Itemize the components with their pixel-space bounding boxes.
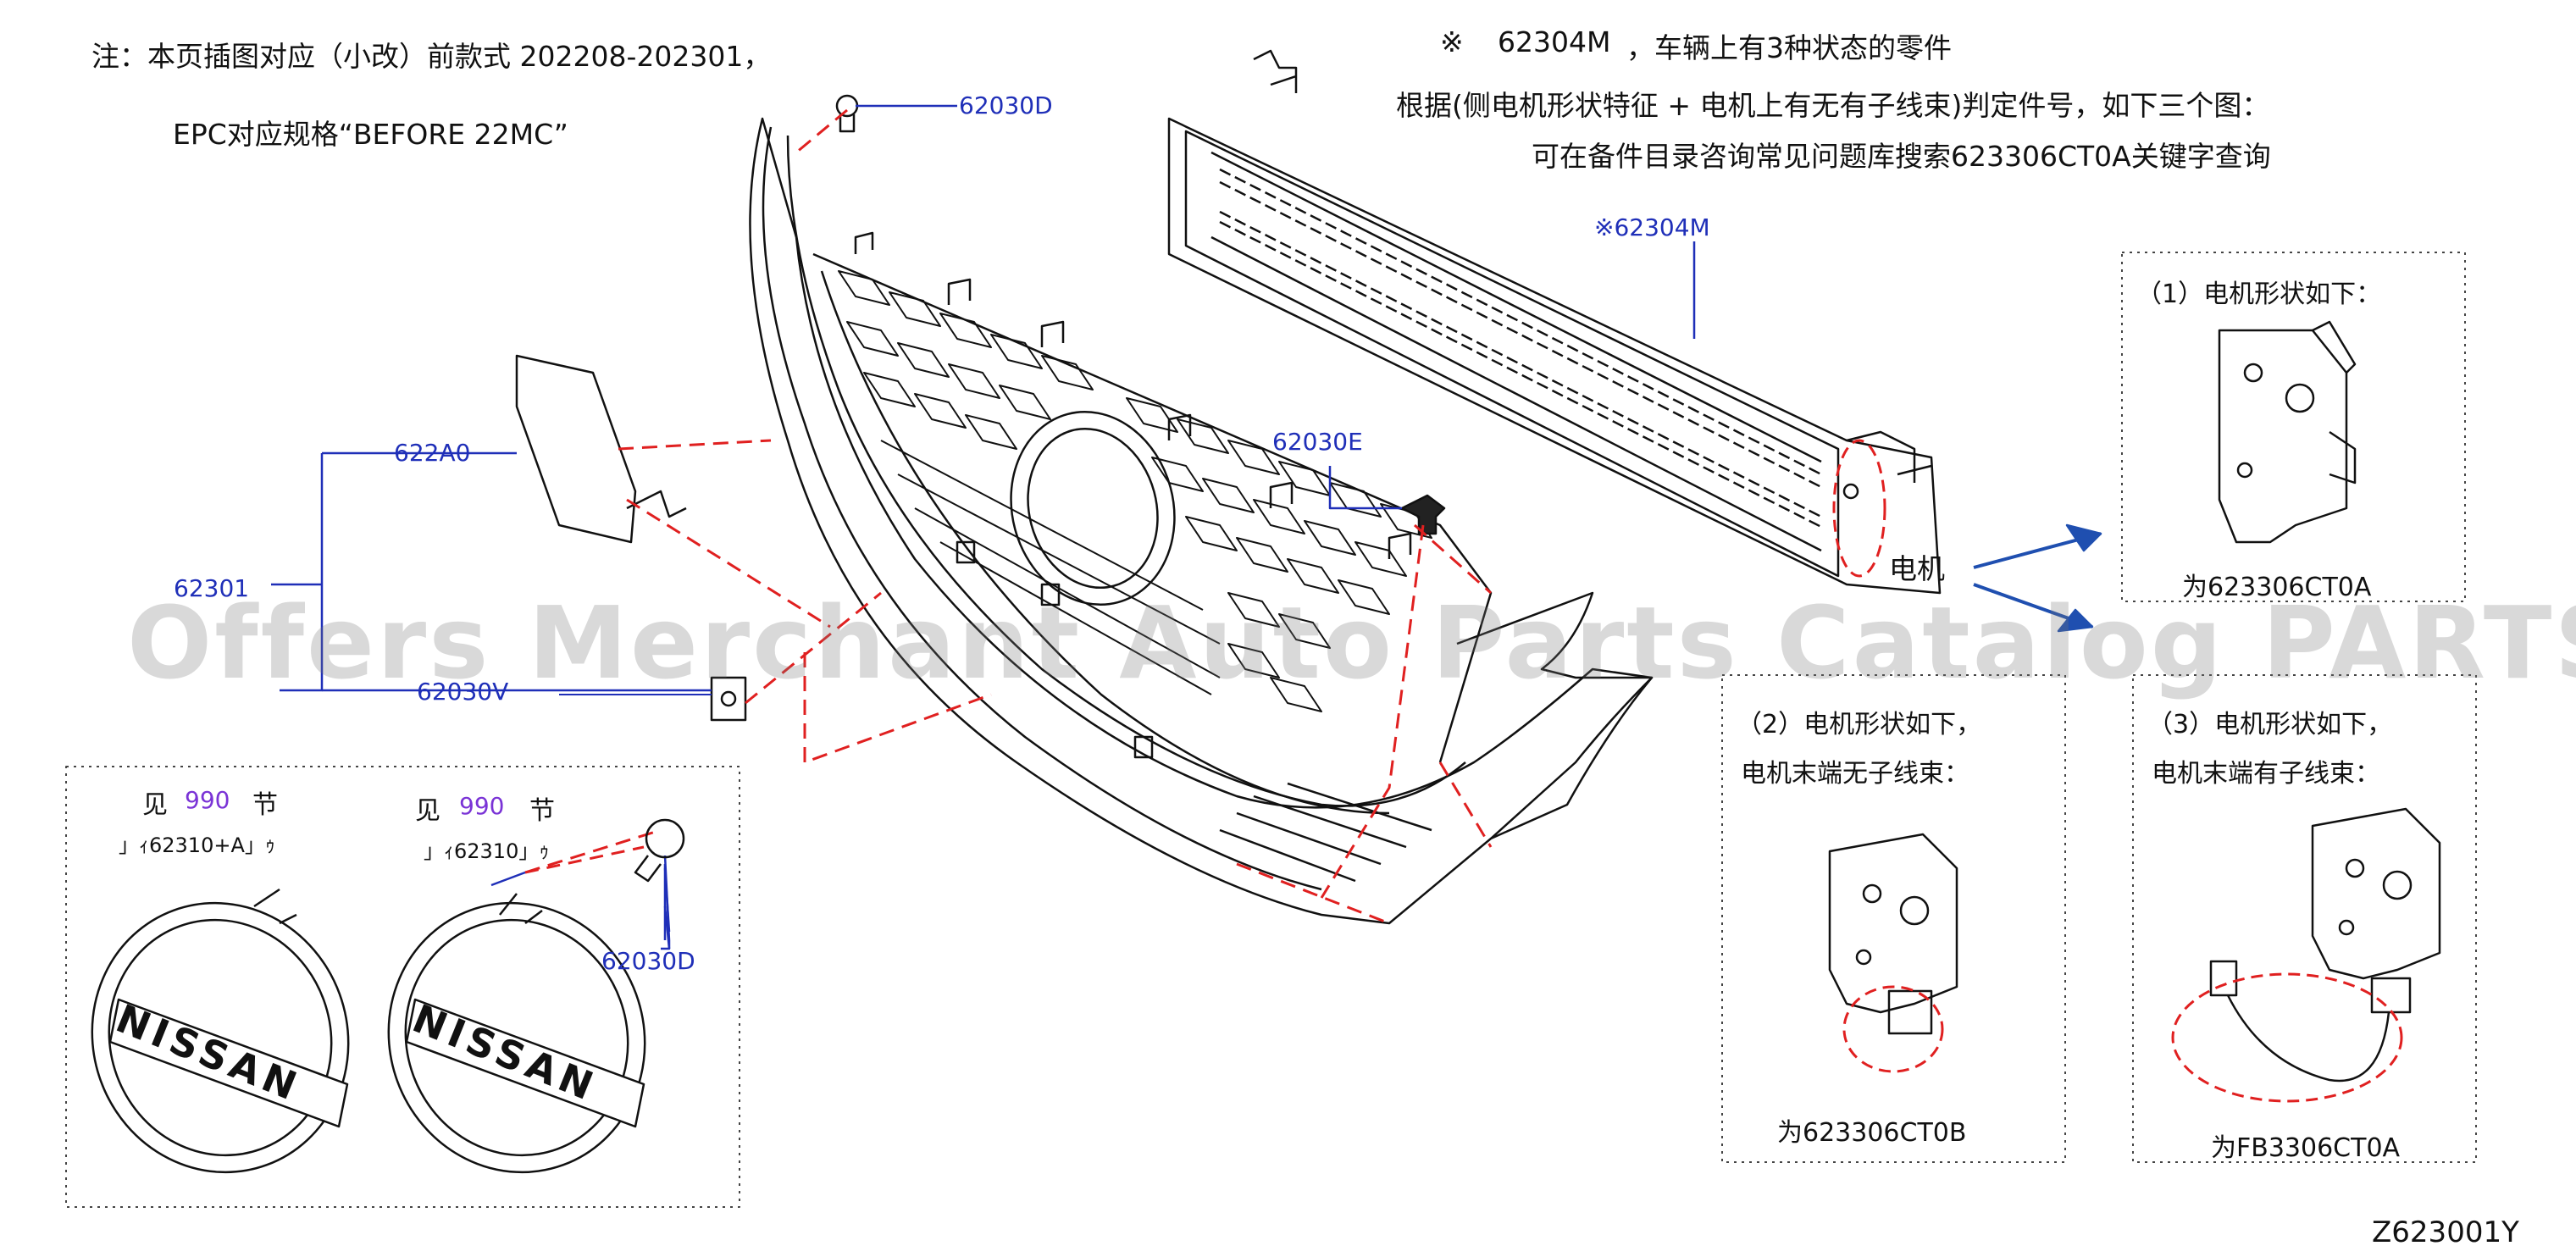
panel-3-caption: 为FB3306CT0A bbox=[2211, 1133, 2401, 1163]
grille-assembly bbox=[749, 117, 1654, 925]
lower-garnish bbox=[1456, 591, 1654, 839]
clip-62030D-top bbox=[835, 94, 859, 133]
dashed-guides bbox=[524, 108, 1493, 925]
panel-2-caption: 为623306CT0B bbox=[1777, 1118, 1967, 1148]
motor-2 bbox=[1828, 833, 1958, 1035]
emblem-right-see: 见 bbox=[415, 796, 440, 826]
note-line-2: EPC对应规格“BEFORE 22MC” bbox=[173, 118, 568, 151]
emblem-right-ref: 」ｨ62310」ｩ bbox=[424, 839, 550, 863]
radiator-shutter bbox=[1167, 49, 1942, 595]
arrows-to-panels bbox=[1973, 523, 2102, 633]
emblem-right-num: 990 bbox=[459, 792, 505, 820]
clip-62030V bbox=[710, 676, 747, 722]
motor-label: 电机 bbox=[1889, 552, 1945, 585]
header-symbol: ※ bbox=[1440, 25, 1464, 58]
panel-3-title: （3）电机形状如下， bbox=[2147, 710, 2393, 739]
watermark: Offers Merchant Auto Parts Catalog PARTS… bbox=[127, 584, 2576, 701]
motor-3 bbox=[2209, 807, 2441, 1083]
callout-62304M: ※62304M bbox=[1594, 213, 1710, 241]
panel-3-subtitle: 电机末端有子线束： bbox=[2152, 759, 2380, 789]
callout-62030E: 62030E bbox=[1272, 428, 1363, 456]
header-text-1: ，车辆上有3种状态的零件 bbox=[1626, 31, 1952, 64]
note-line-1: 注：本页插图对应（小改）前款式 202208-202301， bbox=[91, 40, 772, 73]
emblem-left-sec: 节 bbox=[252, 790, 278, 820]
figure-id: Z623001Y bbox=[2372, 1215, 2519, 1249]
header-text-2: 根据(侧电机形状特征 + 电机上有无有子线束)判定件号，如下三个图： bbox=[1396, 89, 2270, 122]
screw-62030D bbox=[634, 818, 685, 883]
clip-62030E bbox=[1400, 494, 1446, 535]
emblem-left bbox=[91, 888, 350, 1174]
header-text-3: 可在备件目录咨询常见问题库搜索623306CT0A关键字查询 bbox=[1532, 140, 2271, 173]
emblem-right bbox=[387, 893, 646, 1174]
panel-1-caption: 为623306CT0A bbox=[2182, 573, 2372, 602]
callout-62030V: 62030V bbox=[417, 678, 509, 706]
header-part: 62304M bbox=[1498, 25, 1611, 58]
panel-2-subtitle: 电机末端无子线束： bbox=[1741, 759, 1969, 789]
callout-62030D-top: 62030D bbox=[959, 91, 1053, 119]
emblem-left-num: 990 bbox=[185, 786, 230, 814]
panel-2-title: （2）电机形状如下， bbox=[1737, 710, 1982, 739]
cover-622A0 bbox=[515, 354, 687, 544]
leader-lines bbox=[271, 104, 1696, 950]
emblem-left-ref: 」ｨ62310+A」ｩ bbox=[119, 833, 275, 857]
callout-62030D-bottom: 62030D bbox=[601, 947, 695, 975]
callout-622A0: 622A0 bbox=[394, 439, 471, 467]
callout-62301: 62301 bbox=[174, 574, 250, 602]
emblem-right-sec: 节 bbox=[529, 796, 555, 826]
panel-1-title: （1）电机形状如下： bbox=[2136, 280, 2382, 309]
emblem-left-see: 见 bbox=[142, 790, 168, 820]
motor-1 bbox=[2218, 320, 2357, 544]
